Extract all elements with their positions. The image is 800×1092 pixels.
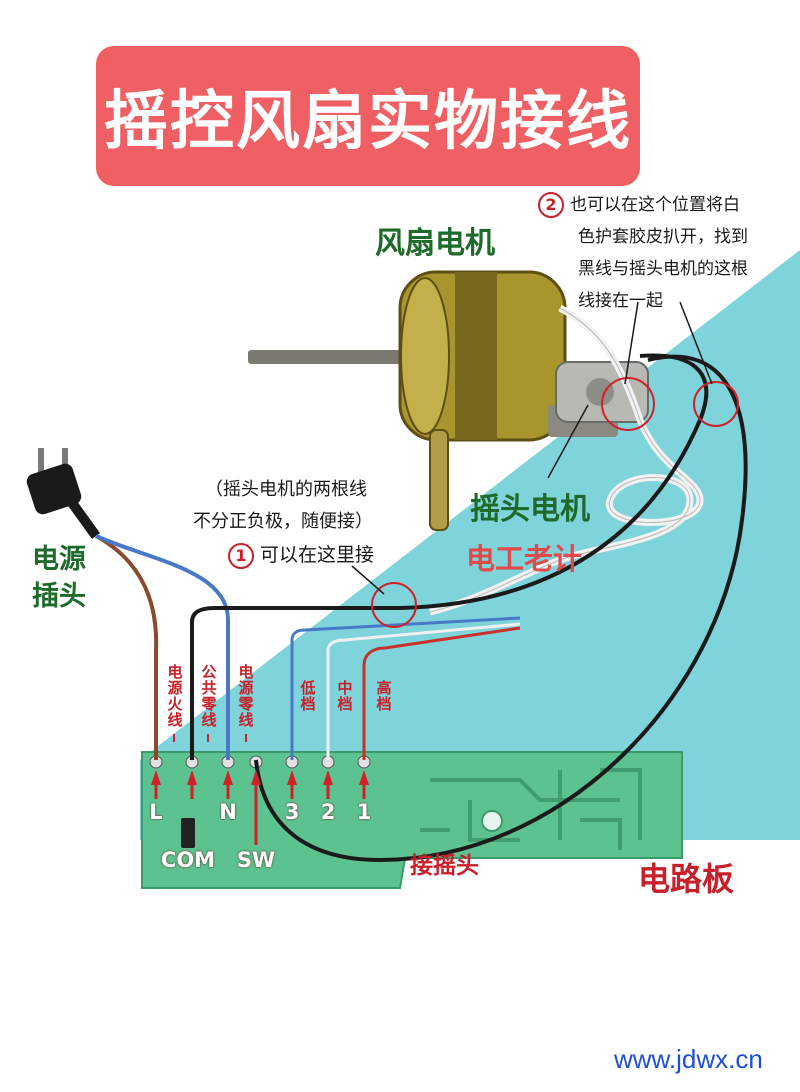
fan-motor-label: 风扇电机 — [375, 226, 495, 261]
terminal-L-label: L — [149, 800, 163, 824]
motor-stand — [429, 429, 449, 531]
power-plug-label-1: 电源 — [32, 544, 86, 575]
arrow-L — [151, 770, 161, 785]
pointer-line-swing — [547, 404, 589, 479]
arrow-N — [223, 770, 233, 785]
brand-label: 电工老计 — [466, 542, 583, 576]
arrow-L-stem — [154, 785, 158, 799]
note-1-number: 1 — [228, 542, 254, 569]
wire-live-brown — [95, 534, 159, 760]
connect-swing-label: 接摇头 — [410, 853, 479, 879]
note-2-number: 2 — [538, 192, 564, 218]
arrow-COM — [187, 770, 197, 785]
note-2-text-1: 也可以在这个位置将白 — [570, 195, 740, 215]
power-plug-label-2: 插头 — [32, 581, 86, 612]
plug-body — [26, 463, 82, 515]
pointer-line-2a — [624, 301, 639, 385]
wire-label-high: 高档 — [376, 679, 392, 713]
note-2-line-4: 线接在一起 — [578, 291, 663, 311]
terminal-1-label: 1 — [356, 800, 372, 824]
terminal-N-label: N — [219, 800, 237, 824]
arrow-2 — [323, 770, 333, 785]
white-cable-outline — [429, 307, 701, 613]
arrow-SW — [251, 770, 261, 785]
watermark: www.jdwx.cn — [614, 1044, 763, 1074]
circuit-board-label: 电路板 — [638, 860, 735, 898]
motor-band — [455, 272, 497, 440]
wire-label-low: 低档 — [300, 679, 316, 713]
note-2-line-3: 黑线与摇头电机的这根 — [578, 259, 748, 279]
plug-prong-left — [38, 448, 44, 474]
swing-motor-hub — [586, 378, 614, 406]
pointer-line-1 — [351, 565, 385, 595]
arrow-1 — [359, 770, 369, 785]
wire-label-common-neutral: 公共零线 — [201, 663, 217, 729]
motor-shaft — [248, 350, 418, 364]
terminal-arrows — [151, 770, 369, 845]
wire-swing-black — [254, 354, 748, 863]
title-banner: 摇控风扇实物接线 — [96, 46, 640, 186]
arrow-1-stem — [362, 785, 366, 799]
arrow-3 — [287, 770, 297, 785]
wire-com-black — [190, 353, 709, 760]
highlight-circle-1 — [371, 582, 417, 628]
arrow-2-stem — [326, 785, 330, 799]
pointer-line-2b — [679, 301, 713, 385]
swing-wires-note-1: （摇头电机的两根线 — [205, 479, 367, 500]
arrow-COM-stem — [190, 785, 194, 799]
pcb-hole — [481, 810, 503, 832]
note-2-line-1: 2 也可以在这个位置将白 — [538, 190, 740, 221]
swing-wires-note-2: 不分正负极，随便接） — [193, 511, 373, 532]
note-2-line-2: 色护套胶皮扒开，找到 — [578, 227, 748, 247]
terminal-screws — [149, 755, 371, 769]
wire-low-blue — [290, 616, 521, 760]
plug-prong-right — [62, 448, 68, 474]
power-plug — [26, 448, 101, 539]
note-1: 1 可以在这里接 — [228, 540, 374, 571]
terminal-COM-label: COM — [160, 848, 216, 872]
terminal-2-label: 2 — [320, 800, 336, 824]
arrow-3-stem — [290, 785, 294, 799]
arrow-N-stem — [226, 785, 230, 799]
wire-mid-white — [326, 622, 521, 760]
wire-high-red — [362, 626, 521, 760]
wire-label-arrows — [173, 734, 247, 742]
note-1-text: 可以在这里接 — [260, 544, 375, 566]
highlight-circle-2b — [693, 381, 739, 427]
terminal-SW-label: SW — [236, 848, 276, 872]
highlight-circle-2a — [601, 377, 655, 431]
swing-motor-label: 摇头电机 — [470, 492, 590, 527]
fan-motor — [248, 270, 618, 531]
wire-label-mid: 中档 — [337, 679, 353, 713]
wire-label-live: 电源火线 — [167, 663, 183, 729]
com-jumper — [181, 818, 195, 848]
plug-strain-relief — [65, 497, 101, 539]
terminal-3-label: 3 — [284, 800, 300, 824]
circuit-board — [141, 751, 683, 889]
arrow-SW-stem — [254, 785, 258, 845]
motor-face — [400, 277, 450, 435]
page-title: 摇控风扇实物接线 — [104, 85, 632, 159]
wire-neutral-blue — [95, 534, 230, 760]
wire-label-neutral: 电源零线 — [238, 663, 254, 729]
